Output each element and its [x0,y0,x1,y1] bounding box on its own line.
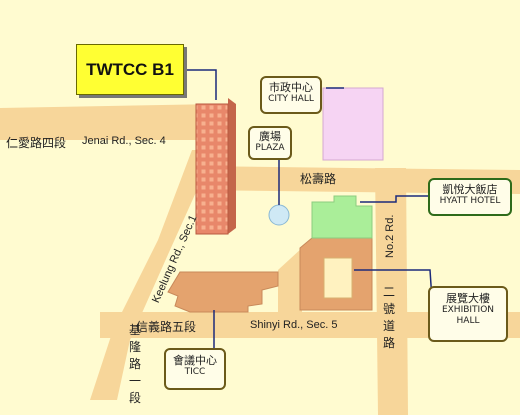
twtcc-tower [195,98,236,235]
exhibition-label: 展覽大樓 EXHIBITION HALL [428,286,508,342]
keelung-road-label-zh: 基隆路一段 [128,323,141,405]
plaza-label: 廣場 PLAZA [248,126,292,160]
plaza-label-en: PLAZA [255,143,285,153]
exhibition-label-en1: EXHIBITION [441,305,495,315]
twtcc-b1-badge: TWTCC B1 [76,44,184,95]
ticc-label-zh: 會議中心 [173,354,217,367]
jenai-road [0,104,218,140]
ticc-label: 會議中心 TICC [164,348,226,390]
no2-road-label-en: No.2 Rd. [384,214,396,258]
plaza-label-zh: 廣場 [259,130,281,143]
hyatt-label-en: HYATT HOTEL [439,196,501,206]
exhibition-inner [323,257,353,299]
city-hall-label-en: CITY HALL [268,94,314,104]
jenai-road-label-zh: 仁愛路四段 [6,136,67,150]
city-hall-label: 市政中心 CITY HALL [260,76,322,114]
hyatt-label-zh: 凱悅大飯店 [442,183,498,196]
hyatt-building [311,195,373,239]
shinyi-road [100,312,520,338]
convention-building [167,271,279,313]
no2-road [375,168,408,415]
no2-road-label-zh: 二號道路 [382,285,395,350]
city-hall-label-zh: 市政中心 [269,81,313,94]
shinyi-road-label-en: Shinyi Rd., Sec. 5 [250,319,338,331]
ticc-label-en: TICC [184,367,206,377]
road-near-convention [278,248,302,312]
hyatt-label: 凱悅大飯店 HYATT HOTEL [428,178,512,216]
hyatt-line [360,195,430,203]
exhibition-building [299,237,373,311]
city-hall-building [322,87,384,161]
jenai-road-label-en: Jenai Rd., Sec. 4 [82,135,166,147]
songshou-road-label: 松壽路 [300,172,337,186]
plaza-dot [268,204,290,226]
badge-line [182,69,217,100]
exhibition-label-zh: 展覽大樓 [446,292,490,305]
roads [0,104,520,415]
shinyi-road-label-zh: 信義路五段 [136,320,197,334]
exhibition-label-en2: HALL [456,316,480,326]
